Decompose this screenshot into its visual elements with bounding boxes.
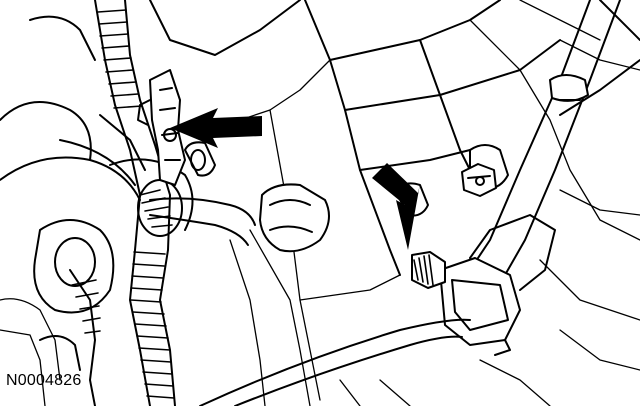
stud-arrow [372,163,420,250]
housing-ribs [184,141,509,253]
harness-clip [137,69,186,186]
shift-lever-bracket [439,214,556,356]
figure-code-label: N0004826 [6,372,82,389]
harness-clip-arrow [170,108,262,148]
exhaust-tube [109,158,256,246]
threaded-stud [411,251,446,289]
mounting-bolt [461,163,497,197]
wiring-harness [39,0,176,406]
lower-cable [199,318,551,406]
shift-rod [469,0,640,276]
left-mount-bracket [0,15,146,406]
